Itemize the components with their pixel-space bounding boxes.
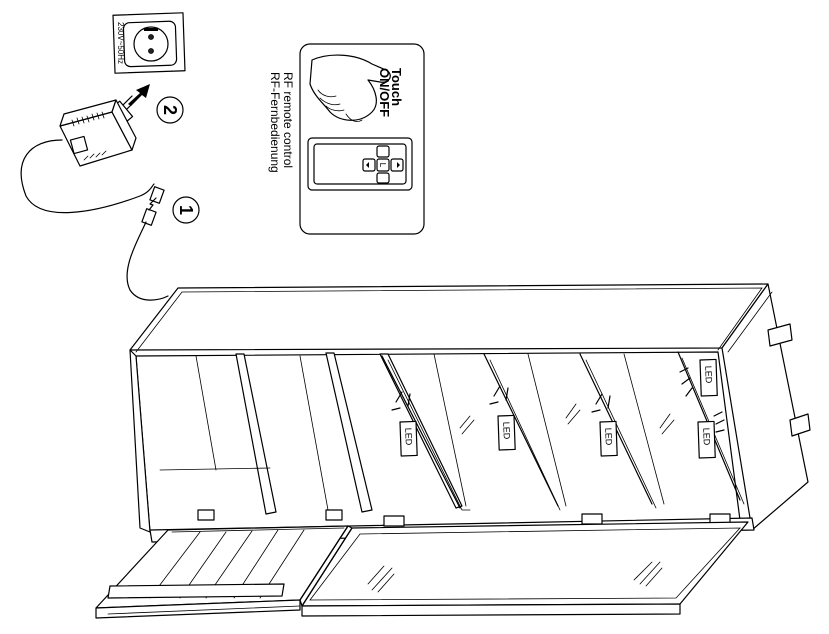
- glass-shelves: [387, 357, 745, 511]
- led-strip: LED: [497, 414, 516, 451]
- step-1-number: 1: [176, 205, 196, 215]
- wall-socket: 230V~50Hz: [112, 12, 186, 74]
- step-2-badge: 2: [156, 96, 184, 124]
- hand-icon: [309, 54, 391, 122]
- power-adapter: [20, 95, 155, 214]
- remote-buttons: L: [362, 145, 404, 184]
- led-strip-label: LED: [501, 422, 512, 440]
- light-rays: [391, 367, 725, 433]
- led-strip-label: LED: [703, 366, 714, 384]
- led-strip-label: LED: [701, 428, 712, 446]
- wall-mount-brackets: [767, 323, 811, 437]
- led-strip: LED: [699, 358, 718, 397]
- led-strip: LED: [697, 420, 716, 459]
- step-2-number: 2: [160, 105, 180, 115]
- insert-arrow: [128, 84, 150, 106]
- glass-reflection: [367, 561, 663, 593]
- cabinet-partitions: [195, 351, 741, 515]
- cable-connector: [126, 186, 169, 301]
- step-1-badge: 1: [172, 196, 200, 224]
- remote-control-panel: Touch ON/OFF L: [299, 43, 425, 235]
- cabinet: [129, 283, 811, 543]
- socket-voltage-label: 230V~50Hz: [116, 22, 125, 64]
- remote-caption-line2: RF-Fernbedienung: [268, 72, 282, 173]
- led-strip: LED: [399, 420, 418, 457]
- remote-button-center-label: L: [378, 163, 387, 168]
- touch-label-line2: ON/OFF: [377, 68, 392, 117]
- led-strip: LED: [599, 420, 618, 457]
- led-strip-label: LED: [603, 428, 614, 446]
- touch-label-line1: Touch: [389, 68, 404, 106]
- cabinet-doors-open: [95, 521, 749, 619]
- remote-device: L: [307, 137, 413, 191]
- led-strip-label: LED: [403, 428, 414, 446]
- remote-caption-line1: RF remote control: [281, 72, 295, 168]
